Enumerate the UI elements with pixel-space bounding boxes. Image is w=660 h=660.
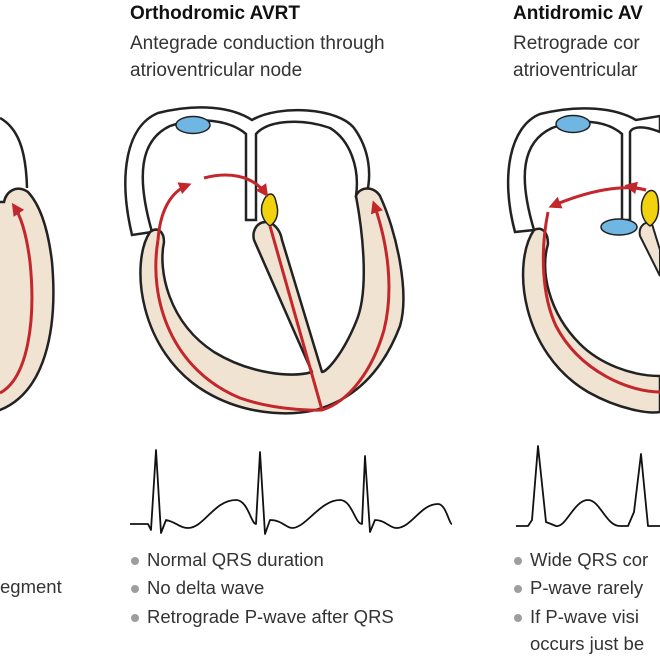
orthodromic-bullet-3: Retrograde P-wave after QRS: [147, 606, 394, 627]
av-node-right: [600, 218, 638, 236]
left-ventricle-wall: [0, 187, 55, 412]
antidromic-bullet-3: If P-wave visi: [530, 606, 639, 627]
av-node: [260, 193, 279, 227]
bullet-dot: [514, 614, 522, 622]
antidromic-bullet-1: Wide QRS cor: [530, 549, 649, 570]
ventricle-walls: [139, 187, 405, 415]
antidromic-bullet-3-continued: occurs just be: [530, 633, 645, 654]
accessory-node-right: [640, 189, 660, 227]
bullet-dot: [131, 585, 139, 593]
atrial-return-path: [156, 182, 192, 241]
sinoatrial-node-right: [555, 114, 591, 134]
bullet-dot: [131, 557, 139, 565]
antidromic-subtitle-line-2: atrioventricular: [513, 60, 638, 81]
orthodromic-ecg-trace: [130, 449, 453, 535]
lower-loop-path: [154, 200, 391, 412]
left-heart-diagram: [0, 116, 55, 412]
atria-outline-right: [506, 107, 660, 234]
bullet-dot: [514, 557, 522, 565]
antidromic-subtitle-line-1: Retrograde cor: [513, 33, 640, 54]
orthodromic-subtitle-line-1: Antegrade conduction through: [130, 33, 385, 54]
ventricle-walls-right: [521, 227, 660, 414]
antidromic-bullet-2: P-wave rarely: [530, 577, 644, 598]
bullet-dot: [131, 614, 139, 622]
orthodromic-bullet-2: No delta wave: [147, 577, 265, 598]
orthodromic-heart-diagram: [124, 106, 405, 415]
septum-path: [268, 225, 324, 411]
left-bullet-fragment: egment: [0, 576, 62, 597]
orthodromic-subtitle-line-2: atrioventricular node: [130, 60, 303, 81]
right-return-path: [541, 211, 660, 394]
sinoatrial-node: [175, 115, 211, 135]
antidromic-ecg-trace: [516, 445, 660, 527]
orthodromic-bullet-1: Normal QRS duration: [147, 549, 324, 570]
bullet-dot: [514, 585, 522, 593]
accessory-pathway-arrow: [203, 173, 269, 198]
right-atrial-arrow: [548, 186, 647, 209]
antidromic-heart-diagram: [506, 107, 660, 414]
orthodromic-title: Orthodromic AVRT: [130, 3, 300, 24]
antidromic-title: Antidromic AV: [513, 3, 643, 24]
